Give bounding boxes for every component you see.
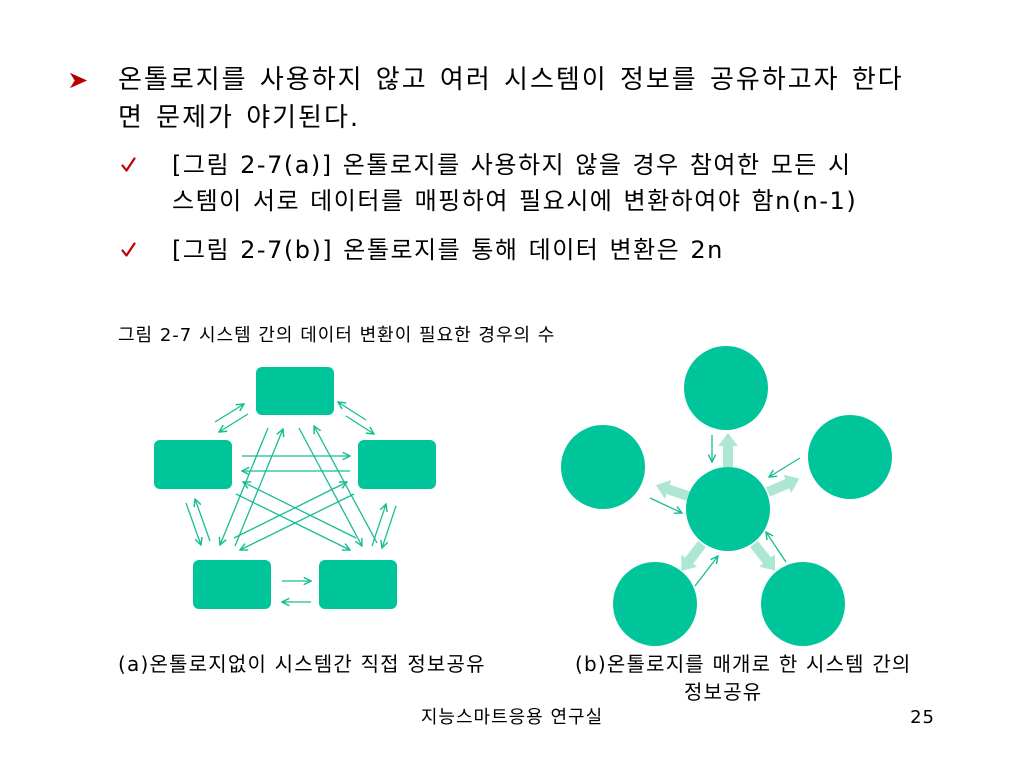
arrow-bottom-right-to-left — [243, 482, 357, 539]
arrow-bottom-left-to-top — [234, 429, 283, 547]
block-arrow-to-bottom-right — [750, 540, 776, 571]
diagram-b-ontology-hub — [561, 346, 892, 646]
system-box-right — [358, 440, 436, 489]
block-arrow-to-right — [766, 474, 800, 497]
check-icon — [121, 242, 136, 257]
block-arrow-to-left — [655, 479, 690, 501]
panel-a-caption: (a)온톨로지없이 시스템간 직접 정보공유 — [118, 652, 486, 676]
arrow-bottom-left-to-right — [233, 482, 347, 539]
incoming-thin-arrows — [649, 435, 801, 587]
arrow-left-to-top — [214, 404, 244, 423]
system-circle-top — [684, 346, 768, 430]
panel-b-caption-line-2: 정보공유 — [684, 680, 763, 704]
main-bullet-text: 온톨로지를 사용하지 않고 여러 시스템이 정보를 공유하고자 한다 면 문제가… — [118, 61, 904, 137]
system-circle-bottom-left — [613, 562, 697, 646]
sub-bullet-b-text: [그림 2-7(b)] 온톨로지를 통해 데이터 변환은 2n — [172, 232, 724, 268]
sub-bullet-a-line-2: 스템이 서로 데이터를 매핑하여 필요시에 변환하여야 함n(n-1) — [172, 187, 858, 215]
mapping-arrows — [185, 402, 397, 602]
outgoing-block-arrows — [655, 433, 800, 571]
ontology-hub-circle — [686, 467, 770, 551]
sub-bullet-a-line-1: [그림 2-7(a)] 온톨로지를 사용하지 않을 경우 참여한 모든 시 — [172, 151, 852, 179]
check-icon — [121, 157, 136, 172]
arrow-bottom-right-to-hub — [766, 532, 787, 563]
main-bullet-line-1: 온톨로지를 사용하지 않고 여러 시스템이 정보를 공유하고자 한다 — [118, 65, 904, 95]
arrow-bottom-right-to-right — [371, 504, 386, 547]
arrow-bottom-left-to-hub — [694, 556, 718, 587]
system-box-bottom-left — [193, 560, 271, 609]
arrow-top-to-bottom-right — [298, 427, 362, 546]
block-arrow-to-bottom-left — [681, 540, 706, 571]
system-circle-bottom-right — [761, 562, 845, 646]
arrow-top-to-left — [219, 413, 249, 432]
sub-bullet-a-text: [그림 2-7(a)] 온톨로지를 사용하지 않을 경우 참여한 모든 시 스템… — [172, 147, 857, 219]
sub-bullet-b-line-1: [그림 2-7(b)] 온톨로지를 통해 데이터 변환은 2n — [172, 236, 724, 264]
arrow-left-to-bottom-right — [235, 493, 350, 550]
arrow-right-to-bottom-left — [240, 493, 355, 550]
system-circle-left — [561, 425, 645, 509]
footer-lab-name: 지능스마트응용 연구실 — [420, 707, 604, 728]
main-bullet-line-2: 면 문제가 야기된다. — [118, 103, 361, 133]
diagram-a-direct-sharing — [154, 367, 436, 609]
arrow-right-to-top — [338, 402, 367, 421]
arrow-top-to-right — [345, 415, 374, 434]
system-box-left — [154, 440, 232, 489]
arrow-right-to-hub — [769, 457, 801, 477]
page-number: 25 — [910, 707, 935, 728]
block-arrow-to-top — [718, 433, 738, 467]
figure-caption: 그림 2-7 시스템 간의 데이터 변환이 필요한 경우의 수 — [118, 325, 556, 346]
system-box-top — [256, 367, 334, 415]
panel-b-caption-line-1: (b)온톨로지를 매개로 한 시스템 간의 — [575, 652, 912, 676]
arrow-bullet-icon — [69, 72, 88, 89]
system-box-bottom-right — [319, 560, 397, 609]
system-circle-right — [808, 415, 892, 499]
arrow-right-to-bottom-right — [382, 505, 397, 548]
arrow-left-to-bottom-left — [185, 502, 201, 545]
arrow-bottom-left-to-left — [195, 499, 211, 542]
arrow-left-to-hub — [649, 497, 682, 513]
